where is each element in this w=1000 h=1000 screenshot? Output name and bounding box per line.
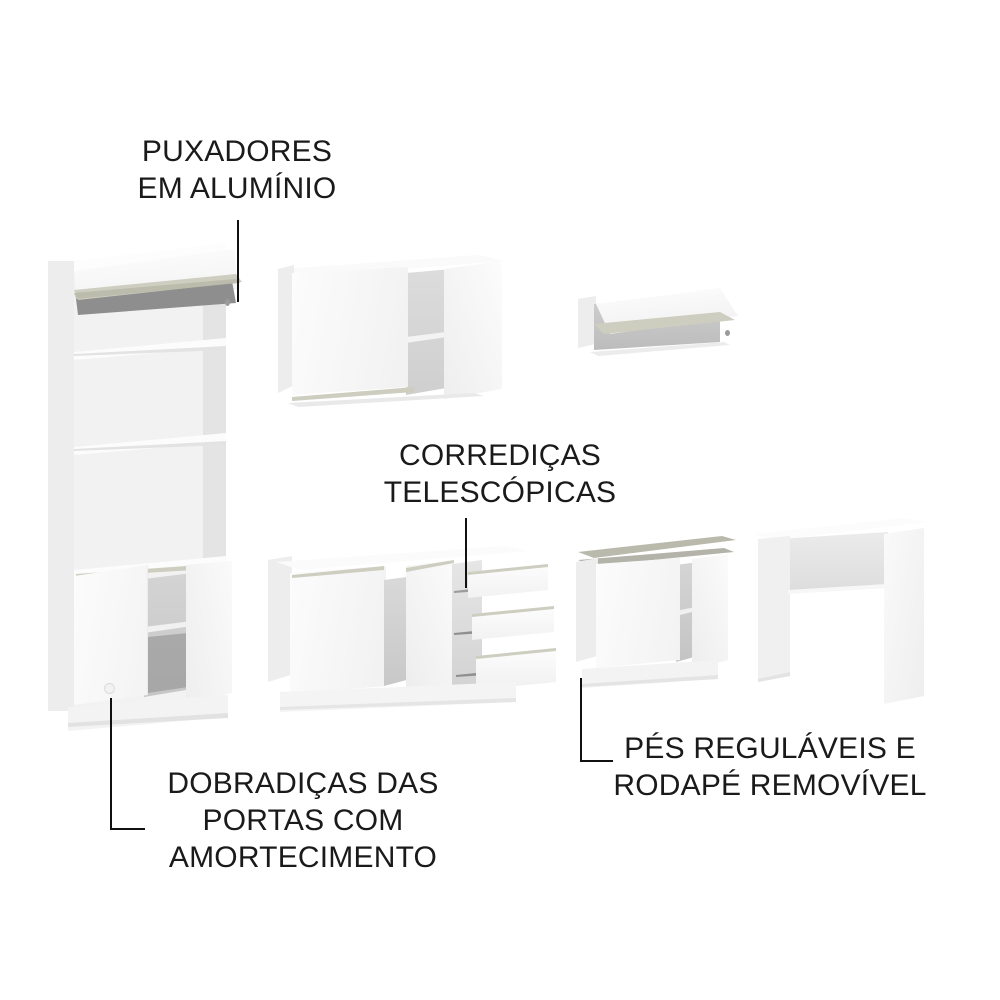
leader-line-feet-horizontal <box>580 760 613 762</box>
wall-cabinet-left-side <box>278 265 294 393</box>
aluminium-handle-drawer-bottom <box>476 648 556 659</box>
leader-line-hinges-vertical <box>110 698 112 830</box>
wall-cabinet-door-left[interactable] <box>292 267 408 395</box>
small-base-interior-shelf <box>676 606 700 616</box>
telescopic-slide-rail-top <box>454 588 480 593</box>
base-cabinet-door-left[interactable] <box>290 566 386 694</box>
base-cabinet-door-right[interactable] <box>406 560 454 696</box>
tower-shelf-middle-edge <box>74 441 226 451</box>
soft-close-hinge-icon <box>104 683 115 694</box>
niche-inner-lip <box>788 584 888 594</box>
flip-cabinet-hinge-icon <box>725 330 730 336</box>
appliance-niche-unit <box>748 518 928 704</box>
wall-cabinet-door-right[interactable] <box>444 261 502 399</box>
callout-puxadores-em-aluminio: PUXADORES EM ALUMÍNIO <box>137 135 337 205</box>
aluminium-handle-drawer-middle <box>472 606 554 617</box>
aluminium-handle-drawer-top <box>468 564 548 575</box>
callout-dobradicas-amortecimento: DOBRADIÇAS DAS PORTAS COM AMORTECIMENTO <box>167 767 439 874</box>
leader-line-hinges-horizontal <box>110 828 145 830</box>
telescopic-slide-rail-bottom <box>456 672 486 677</box>
leader-line-handles <box>237 220 239 302</box>
small-base-left-side <box>576 558 598 662</box>
wall-cabinet-flip-door <box>578 288 738 360</box>
wall-cabinet-two-doors <box>278 255 504 407</box>
niche-right-side-panel <box>884 528 924 704</box>
leader-line-slides <box>465 518 467 588</box>
leader-line-feet-vertical <box>580 678 582 762</box>
base-cabinet-left-side <box>268 556 292 682</box>
callout-correedicas-telescopicas: CORREDIÇAS TELESCÓPICAS <box>383 439 617 509</box>
flip-cabinet-left-side <box>578 296 596 348</box>
tower-lower-interior-lower <box>148 633 188 693</box>
callout-pes-reguláveis-rodape: PÉS REGULÁVEIS E RODAPÉ REMOVÍVEL <box>613 732 927 802</box>
base-cabinet-doors-and-drawers <box>268 546 556 712</box>
tower-lower-door-left[interactable] <box>74 565 148 705</box>
lift-door-hinge-icon <box>225 299 230 306</box>
niche-left-foot-edge <box>758 672 790 682</box>
small-base-cabinet <box>572 536 736 688</box>
niche-left-side-panel <box>758 536 790 682</box>
tower-lower-door-right[interactable] <box>186 561 232 703</box>
small-base-door-right[interactable] <box>692 554 728 670</box>
tower-left-side-panel <box>48 261 74 711</box>
tower-shelf-upper-edge <box>74 346 226 356</box>
base-cabinet-top-panel <box>276 546 528 570</box>
tall-tower-cabinet <box>48 243 248 731</box>
telescopic-slide-rail-middle <box>454 630 484 635</box>
small-base-door-left[interactable] <box>596 558 680 668</box>
